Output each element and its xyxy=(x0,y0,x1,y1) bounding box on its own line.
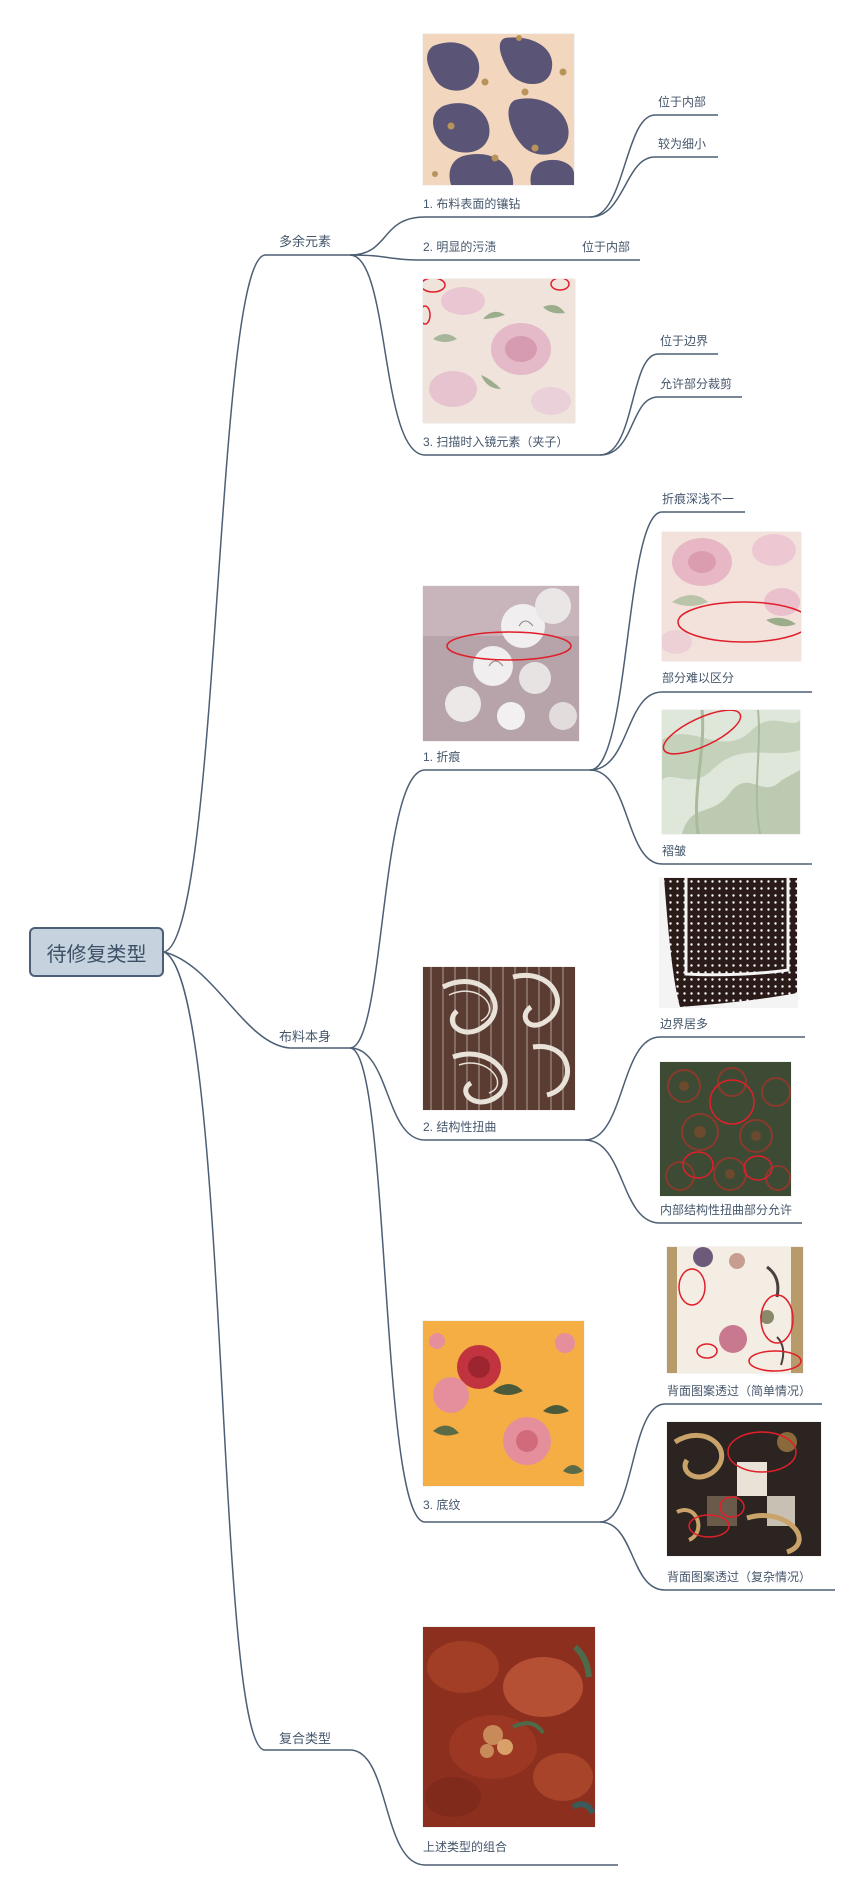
dark-green-red-pattern-photo xyxy=(660,1062,791,1196)
link-crease-sub3 xyxy=(589,769,812,865)
link-clip-note2 xyxy=(599,396,742,456)
link-fabric-distortion xyxy=(349,1047,585,1141)
link-root-fabric xyxy=(163,951,350,1049)
item-clip-label[interactable]: 3. 扫描时入镜元素（夹子） xyxy=(423,435,569,449)
inlay-note-small[interactable]: 较为细小 xyxy=(658,137,707,151)
leopard-print-with-rhinestones-photo xyxy=(423,34,574,185)
stain-note-inside[interactable]: 位于内部 xyxy=(582,240,631,254)
link-fabric-bleed xyxy=(349,1047,600,1523)
clip-note-crop[interactable]: 允许部分裁剪 xyxy=(660,377,733,391)
inlay-note-inside[interactable]: 位于内部 xyxy=(658,95,707,109)
mauve-floral-crease-photo xyxy=(423,586,579,741)
link-extra-inlay xyxy=(349,216,590,256)
rust-red-floral-fabric-photo xyxy=(423,1627,595,1827)
link-root-combo xyxy=(163,951,350,1751)
branch-combo-label[interactable]: 复合类型 xyxy=(279,1731,332,1746)
link-inlay-note1 xyxy=(589,114,718,218)
branch-fabric-label[interactable]: 布料本身 xyxy=(279,1029,332,1044)
crease-note-depth[interactable]: 折痕深浅不一 xyxy=(662,492,735,506)
root-node[interactable]: 待修复类型 xyxy=(29,927,164,977)
link-inlay-note2 xyxy=(589,156,718,218)
root-label: 待修复类型 xyxy=(46,943,147,966)
link-root-extra xyxy=(163,254,350,953)
link-fabric-crease xyxy=(349,769,590,1049)
link-combo-mix xyxy=(349,1749,618,1866)
bleed-sub-complex-label[interactable]: 背面图案透过（复杂情况） xyxy=(667,1570,812,1584)
item-mix-label[interactable]: 上述类型的组合 xyxy=(423,1840,508,1854)
item-distortion-label[interactable]: 2. 结构性扭曲 xyxy=(423,1120,497,1134)
paisley-lace-fabric-photo xyxy=(423,967,575,1110)
item-crease-label[interactable]: 1. 折痕 xyxy=(423,750,461,764)
polka-dot-border-scarf-photo xyxy=(660,878,797,1007)
crease-sub-wrinkle-label[interactable]: 褶皱 xyxy=(662,844,687,858)
clip-note-boundary[interactable]: 位于边界 xyxy=(660,334,709,348)
distortion-sub-inner-label[interactable]: 内部结构性扭曲部分允许 xyxy=(660,1203,793,1217)
link-crease-sub2 xyxy=(589,691,812,771)
link-distortion-sub2 xyxy=(584,1139,802,1224)
item-inlay-label[interactable]: 1. 布料表面的镶钻 xyxy=(423,197,521,211)
bleed-sub-simple-label[interactable]: 背面图案透过（简单情况） xyxy=(667,1384,812,1398)
link-extra-clip xyxy=(349,254,600,456)
distortion-sub-boundary-label[interactable]: 边界居多 xyxy=(660,1017,709,1031)
pink-floral-fabric-photo xyxy=(423,279,575,423)
pink-rose-fabric-photo xyxy=(662,532,801,661)
pale-green-wrinkled-fabric-photo xyxy=(662,710,800,834)
item-stain-label[interactable]: 2. 明显的污渍 xyxy=(423,240,497,254)
item-bleed-label[interactable]: 3. 底纹 xyxy=(423,1498,461,1512)
link-extra-stain xyxy=(349,254,640,261)
cream-floral-bleed-photo xyxy=(667,1247,803,1373)
link-bleed-sub1 xyxy=(599,1403,822,1523)
orange-peony-fabric-photo xyxy=(423,1321,584,1486)
link-distortion-sub1 xyxy=(584,1036,805,1141)
link-bleed-sub2 xyxy=(599,1521,835,1591)
link-crease-sub1 xyxy=(589,511,745,771)
dark-paisley-patchwork-photo xyxy=(667,1422,821,1556)
link-clip-note1 xyxy=(599,353,718,456)
crease-sub-hard-label[interactable]: 部分难以区分 xyxy=(662,671,735,685)
branch-extra-label[interactable]: 多余元素 xyxy=(279,234,332,249)
